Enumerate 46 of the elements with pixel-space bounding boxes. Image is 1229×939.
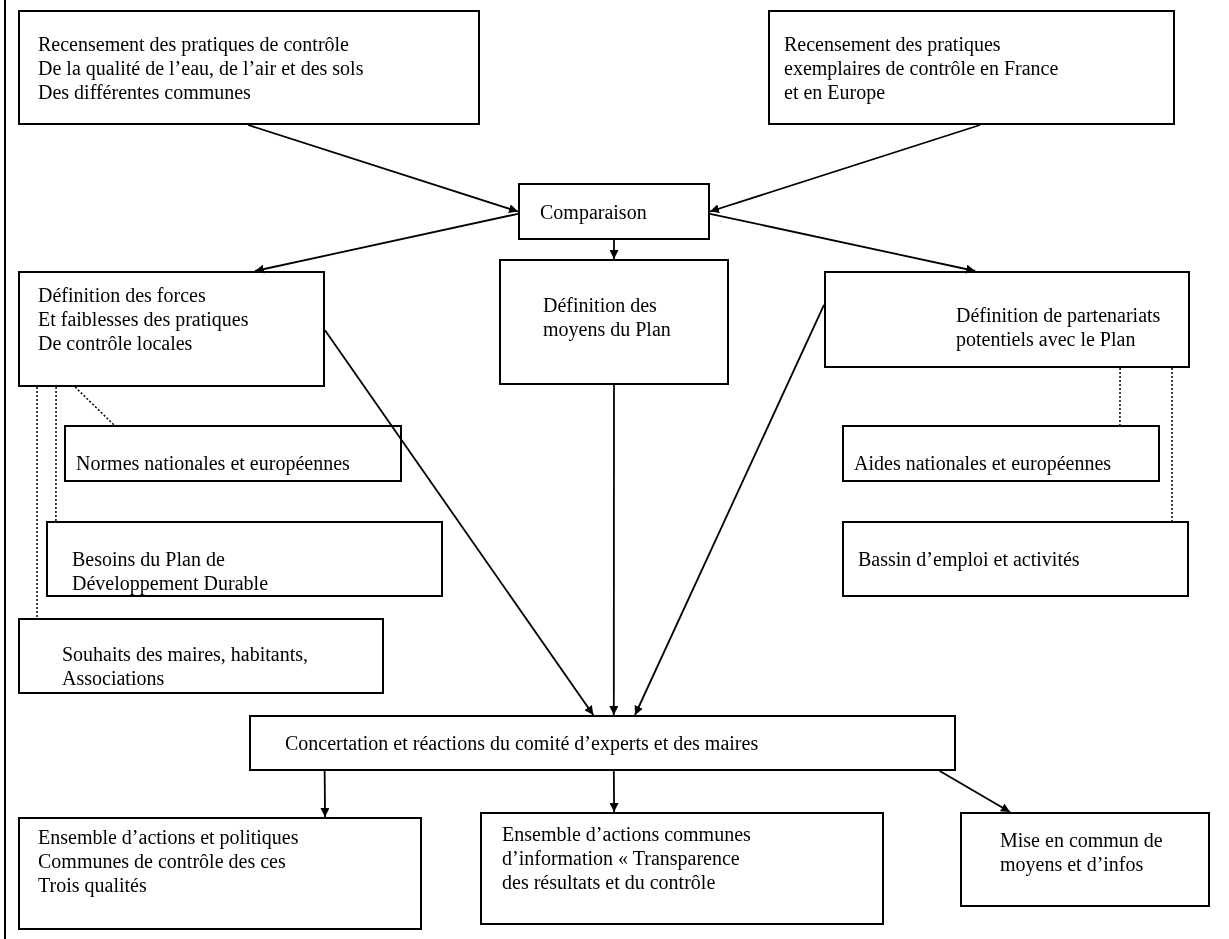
process-box (18, 817, 422, 930)
arrow (247, 124, 519, 214)
dotted-connector (1119, 367, 1121, 426)
box-label: Bassin d’emploi et activités (858, 547, 1081, 571)
process-box (18, 10, 480, 125)
box-label: Concertation et réactions du comité d’experts et des maires (285, 731, 760, 755)
process-box (18, 271, 325, 387)
process-box (768, 10, 1175, 125)
dotted-connector (36, 386, 38, 619)
box-label: Définition des forces Et faiblesses des pratiques De contrôle locales (38, 283, 250, 355)
box-label: Souhaits des maires, habitants, Associations (62, 642, 310, 690)
process-box (518, 183, 710, 240)
box-label: Recensement des pratiques de contrôle De la qualité de l’eau, de l’air et des sols Des différentes communes (38, 32, 365, 104)
process-box (480, 812, 884, 925)
box-label: Normes nationales et européennes (76, 451, 351, 475)
box-label: Aides nationales et européennes (854, 451, 1113, 475)
process-box (46, 521, 443, 597)
box-label: Besoins du Plan de Développement Durable (72, 547, 270, 595)
arrow (609, 239, 619, 260)
arrow (938, 770, 1011, 813)
box-label: Définition des moyens du Plan (543, 293, 672, 341)
box-label: Ensemble d’actions et politiques Communes de contrôle des ces Trois qualités (38, 825, 300, 897)
box-label: Définition de partenariats potentiels avec le Plan (956, 303, 1162, 351)
process-box (960, 812, 1210, 907)
process-box (842, 425, 1160, 482)
dotted-connector (1171, 367, 1173, 522)
box-label: Recensement des pratiques exemplaires de contrôle en France et en Europe (784, 32, 1060, 104)
dotted-connector (74, 386, 115, 426)
arrow (634, 304, 825, 716)
arrow (320, 770, 330, 818)
process-box (824, 271, 1190, 368)
process-box (499, 259, 729, 385)
box-label: Comparaison (540, 200, 648, 224)
arrow (609, 384, 619, 716)
arrow (254, 212, 519, 274)
box-label: Mise en commun de moyens et d’infos (1000, 828, 1164, 876)
dotted-connector (55, 386, 57, 522)
arrow (609, 770, 619, 813)
arrow (709, 212, 977, 274)
arrow (324, 329, 595, 716)
arrow (709, 124, 981, 214)
process-box (18, 618, 384, 694)
process-box (249, 715, 956, 771)
box-label: Ensemble d’actions communes d’information « Transparence des résultats et du contrôle (502, 822, 752, 894)
process-box (842, 521, 1189, 597)
process-box (64, 425, 402, 482)
